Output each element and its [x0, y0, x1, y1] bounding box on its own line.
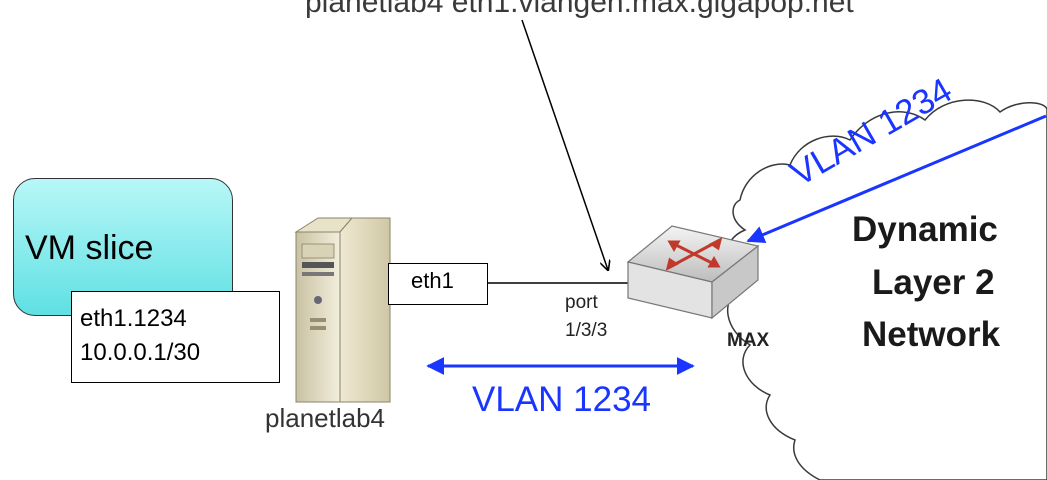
- port-number: 1/3/3: [565, 320, 608, 341]
- vm-interface-name: eth1.1234: [80, 305, 187, 332]
- eth1-box: [388, 263, 488, 305]
- top-caption: planetlab4 eth1.vlangen.max.gigapop.net: [305, 0, 854, 19]
- vlan-label-bottom: VLAN 1234: [472, 380, 652, 419]
- vm-interface-box: [71, 291, 280, 383]
- switch-icon: [626, 225, 760, 320]
- server-icon: [294, 217, 391, 403]
- vm-interface-address: 10.0.0.1/30: [80, 339, 201, 366]
- host-name: planetlab4: [265, 403, 385, 433]
- port-label: port: [565, 292, 598, 313]
- cloud-line-2: Layer 2: [872, 263, 995, 302]
- cloud-line-1: Dynamic: [852, 210, 998, 249]
- cloud-line-3: Network: [862, 315, 1001, 354]
- eth1-label: eth1: [411, 268, 454, 293]
- vlan-arrow-top: [746, 114, 1047, 244]
- switch-name: MAX: [727, 330, 770, 351]
- pointer-arrow: [521, 19, 608, 270]
- vm-slice-title: VM slice: [25, 229, 154, 267]
